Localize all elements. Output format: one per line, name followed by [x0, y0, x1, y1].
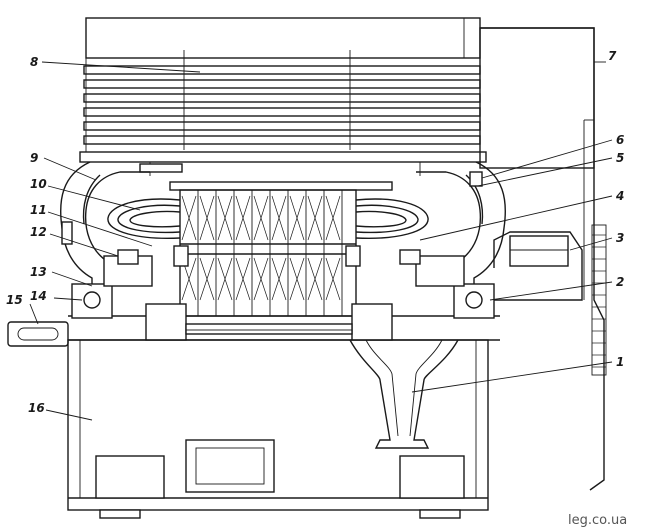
label-16: 16	[28, 401, 45, 415]
stator-core	[179, 189, 357, 317]
end-windings	[107, 198, 429, 240]
label-7: 7	[608, 49, 617, 63]
label-12: 12	[30, 225, 47, 239]
callout-labels: 8 7 9 6 5 10 4 11 12 3 13 2 14 15 1 16	[6, 49, 624, 415]
right-end-cover	[480, 27, 607, 491]
top-cooler-housing	[83, 17, 595, 169]
label-6: 6	[616, 133, 624, 147]
label-11: 11	[30, 203, 47, 217]
label-8: 8	[30, 55, 38, 69]
label-13: 13	[30, 265, 47, 279]
label-3: 3	[616, 231, 624, 245]
cooling-fins	[83, 58, 481, 152]
label-2: 2	[616, 275, 624, 289]
leader-lines	[29, 61, 613, 421]
support-bracket	[349, 339, 459, 449]
label-5: 5	[616, 151, 624, 165]
label-10: 10	[30, 177, 47, 191]
stator-frame	[79, 151, 487, 191]
bearings	[71, 245, 495, 319]
label-1: 1	[616, 355, 624, 369]
exciter	[493, 231, 583, 301]
watermark: leg.co.ua	[568, 513, 627, 528]
label-15: 15	[6, 293, 23, 307]
label-9: 9	[30, 151, 38, 165]
label-4: 4	[615, 189, 624, 203]
label-14: 14	[30, 289, 47, 303]
base-frame	[67, 329, 489, 519]
